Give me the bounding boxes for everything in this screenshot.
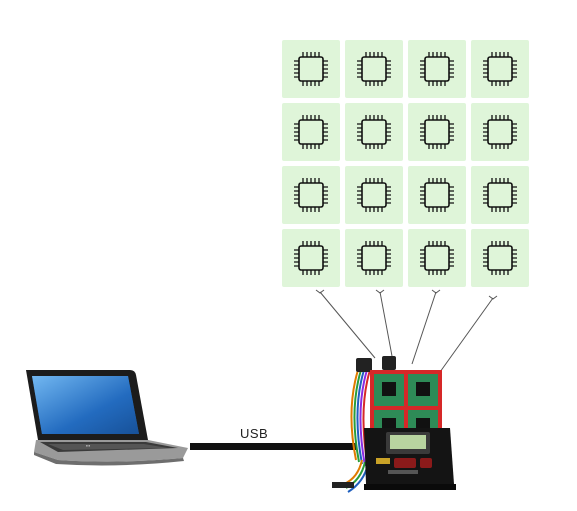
chip-cell — [471, 166, 529, 224]
usb-cable — [190, 443, 356, 450]
microchip-icon — [294, 52, 328, 86]
chip-cell — [408, 229, 466, 287]
microchip-icon — [357, 52, 391, 86]
gang-programmer-icon — [332, 356, 456, 493]
chip-cell — [471, 103, 529, 161]
microchip-icon — [420, 241, 454, 275]
chip-cell — [345, 166, 403, 224]
chip-cell — [471, 229, 529, 287]
chip-cell — [282, 40, 340, 98]
laptop-icon: ▪▪▪ — [26, 370, 188, 466]
chip-cell — [471, 40, 529, 98]
microchip-icon — [483, 52, 517, 86]
microchip-icon — [483, 241, 517, 275]
microchip-icon — [294, 241, 328, 275]
microchip-icon — [420, 115, 454, 149]
microchip-icon — [357, 178, 391, 212]
chip-cell — [282, 229, 340, 287]
chip-cell — [345, 103, 403, 161]
microchip-icon — [294, 178, 328, 212]
microchip-icon — [357, 241, 391, 275]
chip-cell — [345, 229, 403, 287]
microchip-icon — [483, 178, 517, 212]
microchip-icon — [294, 115, 328, 149]
svg-text:▪▪▪: ▪▪▪ — [86, 443, 91, 448]
usb-label: USB — [240, 426, 269, 441]
chip-cell — [282, 103, 340, 161]
chip-cell — [408, 40, 466, 98]
microchip-icon — [483, 115, 517, 149]
chip-cell — [408, 103, 466, 161]
microchip-icon — [420, 178, 454, 212]
microchip-icon — [357, 115, 391, 149]
chip-cell — [282, 166, 340, 224]
chip-cell — [408, 166, 466, 224]
microchip-icon — [420, 52, 454, 86]
chip-cell — [345, 40, 403, 98]
